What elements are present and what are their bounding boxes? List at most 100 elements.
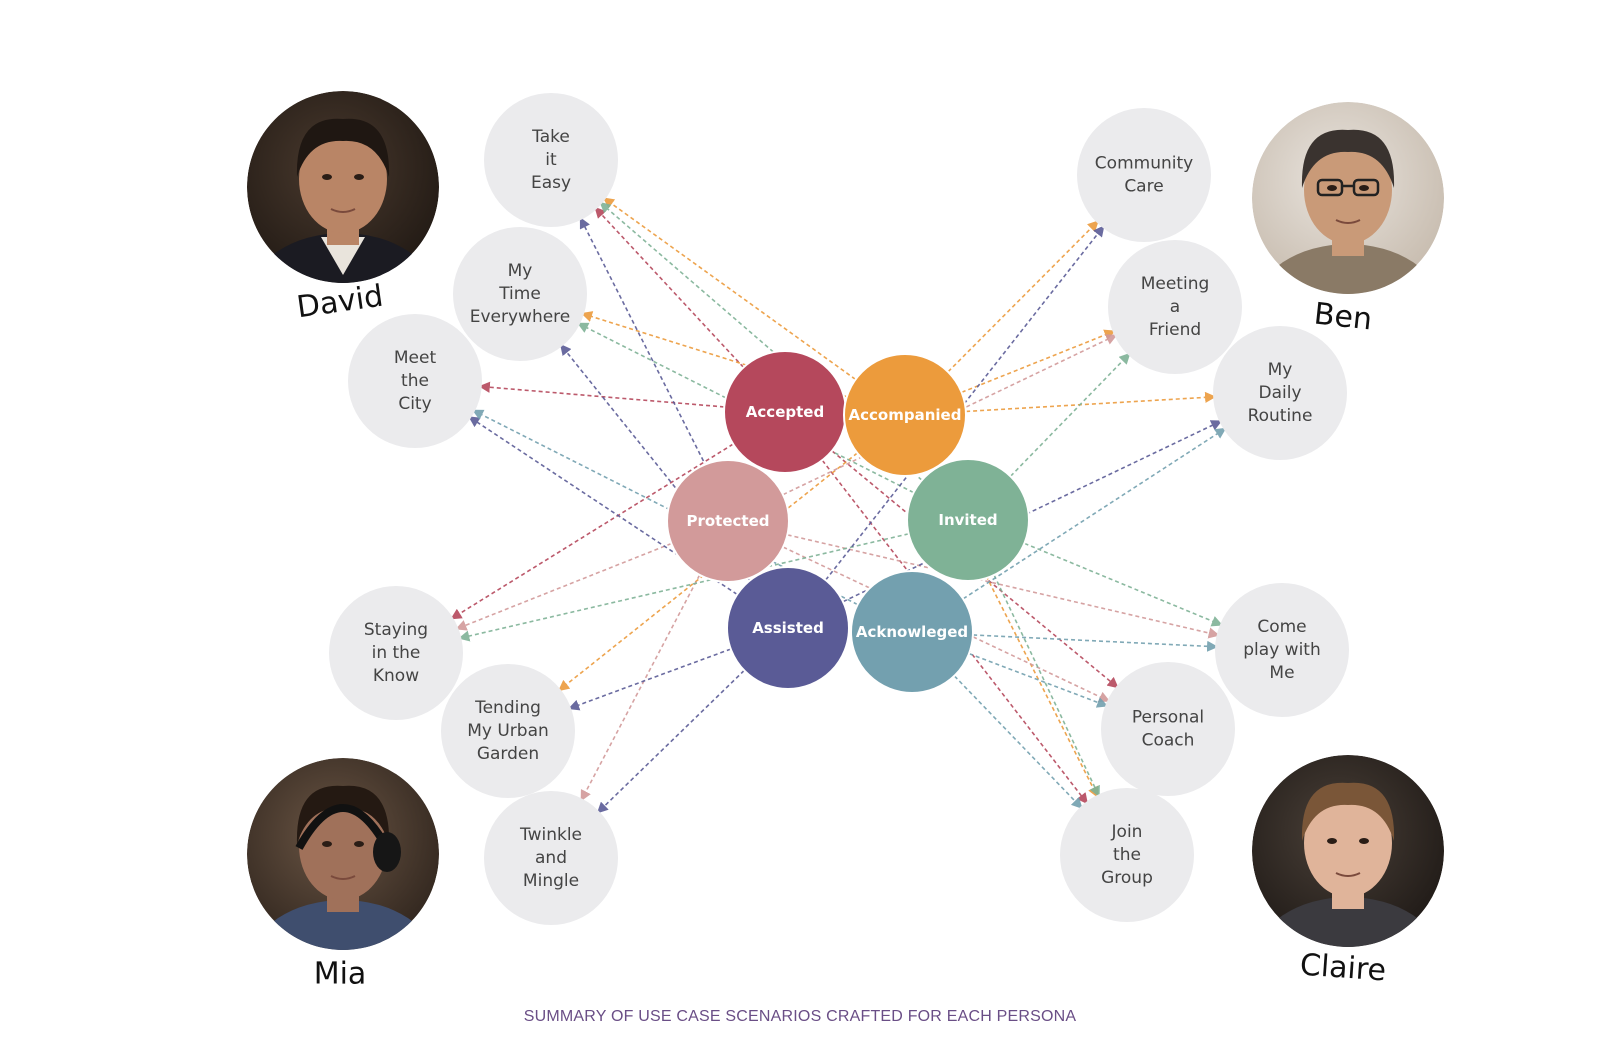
scenario-circle [329, 586, 463, 720]
core-value-accepted: Accepted [723, 350, 847, 474]
connection-accompanied-to-join-the-group [909, 425, 1099, 798]
scenario-label-line: My [1268, 360, 1293, 380]
connection-acknowleged-to-my-daily-routine [921, 427, 1227, 627]
scenario-label-line: Meeting [1141, 274, 1210, 294]
core-value-assisted: Assisted [726, 566, 850, 690]
core-value-label: Protected [686, 512, 769, 530]
scenario-circle [441, 664, 575, 798]
connection-assisted-to-take-it-easy [579, 217, 784, 618]
persona-david: David [247, 91, 439, 326]
scenario-label-line: Staying [364, 620, 428, 640]
persona-photo [1252, 102, 1444, 294]
scenario-label-line: Easy [531, 173, 571, 193]
scenario-label-line: My [508, 261, 533, 281]
core-value-protected: Protected [666, 459, 790, 583]
connection-accepted-to-staying-in-the-know [450, 417, 776, 620]
persona-name: Claire [1299, 948, 1387, 989]
scenario-label-line: Tending [474, 698, 541, 718]
persona-photo [247, 758, 439, 950]
connection-assisted-to-meet-the-city [468, 416, 779, 622]
persona-photo [247, 91, 439, 283]
persona-mia: Mia [247, 758, 439, 992]
scenario-label-line: and [535, 848, 567, 868]
scenario-label-line: Care [1124, 177, 1163, 197]
scenarios-layer: TakeitEasyMyTimeEverywhereMeettheCitySta… [329, 93, 1349, 925]
connection-protected-to-staying-in-the-know [455, 524, 717, 631]
scenario-label-line: play with [1243, 640, 1320, 660]
core-value-circle [726, 566, 850, 690]
scenario-label-line: Community [1095, 154, 1193, 174]
scenario-circle [1101, 662, 1235, 796]
connection-assisted-to-community-care [794, 225, 1105, 619]
persona-claire: Claire [1252, 755, 1444, 989]
connection-accompanied-to-take-it-easy [602, 197, 896, 409]
core-value-circle [906, 458, 1030, 582]
core-value-label: Accompanied [849, 406, 962, 424]
scenario-label-line: Mingle [523, 871, 579, 891]
scenario-label-line: Daily [1258, 383, 1301, 403]
persona-ben: Ben [1252, 102, 1444, 338]
core-value-acknowleged: Acknowleged [850, 570, 974, 694]
scenario-label-line: My Urban [467, 721, 549, 741]
scenario-label-line: Time [498, 284, 541, 304]
connection-invited-to-staying-in-the-know [458, 522, 957, 642]
scenario-label-line: Garden [477, 744, 539, 764]
scenario-label-line: the [1113, 845, 1141, 865]
connection-accompanied-to-tending-my-urban-garden [558, 421, 896, 692]
scenario-label-line: in the [372, 643, 421, 663]
core-value-label: Assisted [752, 619, 824, 637]
core-value-label: Accepted [746, 403, 824, 421]
scenario-label-line: it [545, 150, 557, 170]
core-value-circle [843, 353, 967, 477]
scenario-label-line: Join [1111, 822, 1143, 842]
scenario-circle [1215, 583, 1349, 717]
diagram-caption: SUMMARY OF USE CASE SCENARIOS CRAFTED FO… [523, 1008, 1077, 1025]
scenario-label-line: Personal [1132, 708, 1204, 728]
connection-acknowleged-to-personal-coach [923, 635, 1109, 708]
scenario-circle [1060, 788, 1194, 922]
core-value-invited: Invited [906, 458, 1030, 582]
scenario-label-line: Everywhere [470, 307, 571, 327]
persona-name: Mia [314, 957, 367, 992]
scenario-label-line: the [401, 371, 429, 391]
scenario-label-line: Twinkle [519, 825, 582, 845]
core-value-label: Invited [938, 511, 997, 529]
scenario-circle [1108, 240, 1242, 374]
scenario-circle [1077, 108, 1211, 242]
scenario-label-line: Routine [1248, 406, 1313, 426]
persona-photo [1252, 755, 1444, 947]
scenario-label-line: Meet [394, 348, 437, 368]
scenario-label-line: Group [1101, 868, 1153, 888]
connection-accompanied-to-my-time-everywhere [580, 311, 894, 413]
scenario-label-line: Coach [1142, 731, 1195, 751]
scenario-label-line: Come [1257, 617, 1306, 637]
scenario-circle [1213, 326, 1347, 460]
persona-name: David [295, 279, 386, 326]
core-value-circle [666, 459, 790, 583]
scenario-circle [484, 93, 618, 227]
scenario-label-line: a [1170, 297, 1180, 317]
connection-protected-to-twinkle-and-mingle [580, 531, 724, 802]
core-value-label: Acknowleged [856, 623, 968, 641]
core-value-circle [850, 570, 974, 694]
persona-name: Ben [1312, 297, 1373, 338]
scenario-label-line: City [398, 394, 431, 414]
scenario-label-line: Me [1269, 663, 1294, 683]
scenario-label-line: Know [373, 666, 419, 686]
scenario-circle [484, 791, 618, 925]
scenario-circle [348, 314, 482, 448]
core-value-accompanied: Accompanied [843, 353, 967, 477]
